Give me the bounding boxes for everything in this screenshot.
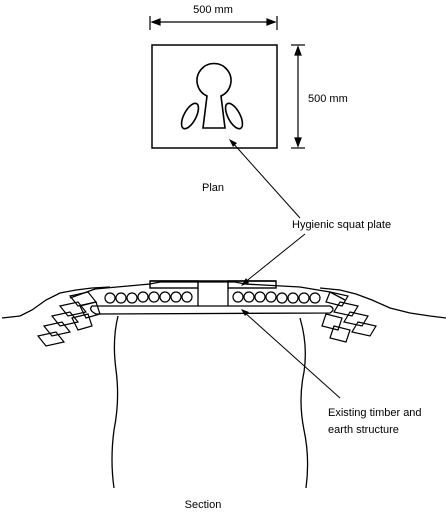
structure-callout: Existing timber and earth structure: [241, 309, 422, 436]
support-stack-right: [321, 291, 377, 343]
pit-wall-left: [111, 315, 119, 489]
section-title: Section: [185, 499, 222, 511]
leader-to-structure: [243, 311, 341, 399]
squat-plate-callout: Hygienic squat plate: [229, 139, 391, 286]
keyhole-opening: [196, 62, 232, 129]
leader-to-structure-arrowhead: [241, 309, 249, 316]
width-dimension: [149, 16, 278, 30]
height-label: 500 mm: [308, 93, 348, 105]
log-row-right: [232, 291, 321, 304]
right-foot-rest: [224, 102, 244, 130]
plan-view: 500 mm 500 mm Plan: [149, 4, 348, 194]
width-label: 500 mm: [193, 4, 233, 16]
leader-to-plan: [231, 141, 301, 219]
plan-title: Plan: [202, 182, 224, 194]
log-row-left: [104, 291, 193, 304]
plan-plate-outline: [151, 44, 278, 149]
structure-label-line1: Existing timber and: [328, 407, 422, 419]
height-dimension: [291, 44, 305, 149]
ground-line-right: [319, 287, 446, 319]
squat-plate-label: Hygienic squat plate: [292, 219, 391, 231]
timber-beam: [90, 305, 334, 315]
pit-wall-right: [299, 317, 309, 489]
earth-mound: [69, 281, 346, 301]
left-foot-rest: [180, 102, 200, 130]
structure-label-line2: earth structure: [328, 424, 399, 436]
leader-to-plan-arrowhead: [229, 139, 237, 147]
ground-line-left: [1, 286, 111, 319]
support-stack-left: [36, 291, 101, 347]
section-view: [1, 280, 446, 489]
leader-to-section: [243, 233, 306, 284]
